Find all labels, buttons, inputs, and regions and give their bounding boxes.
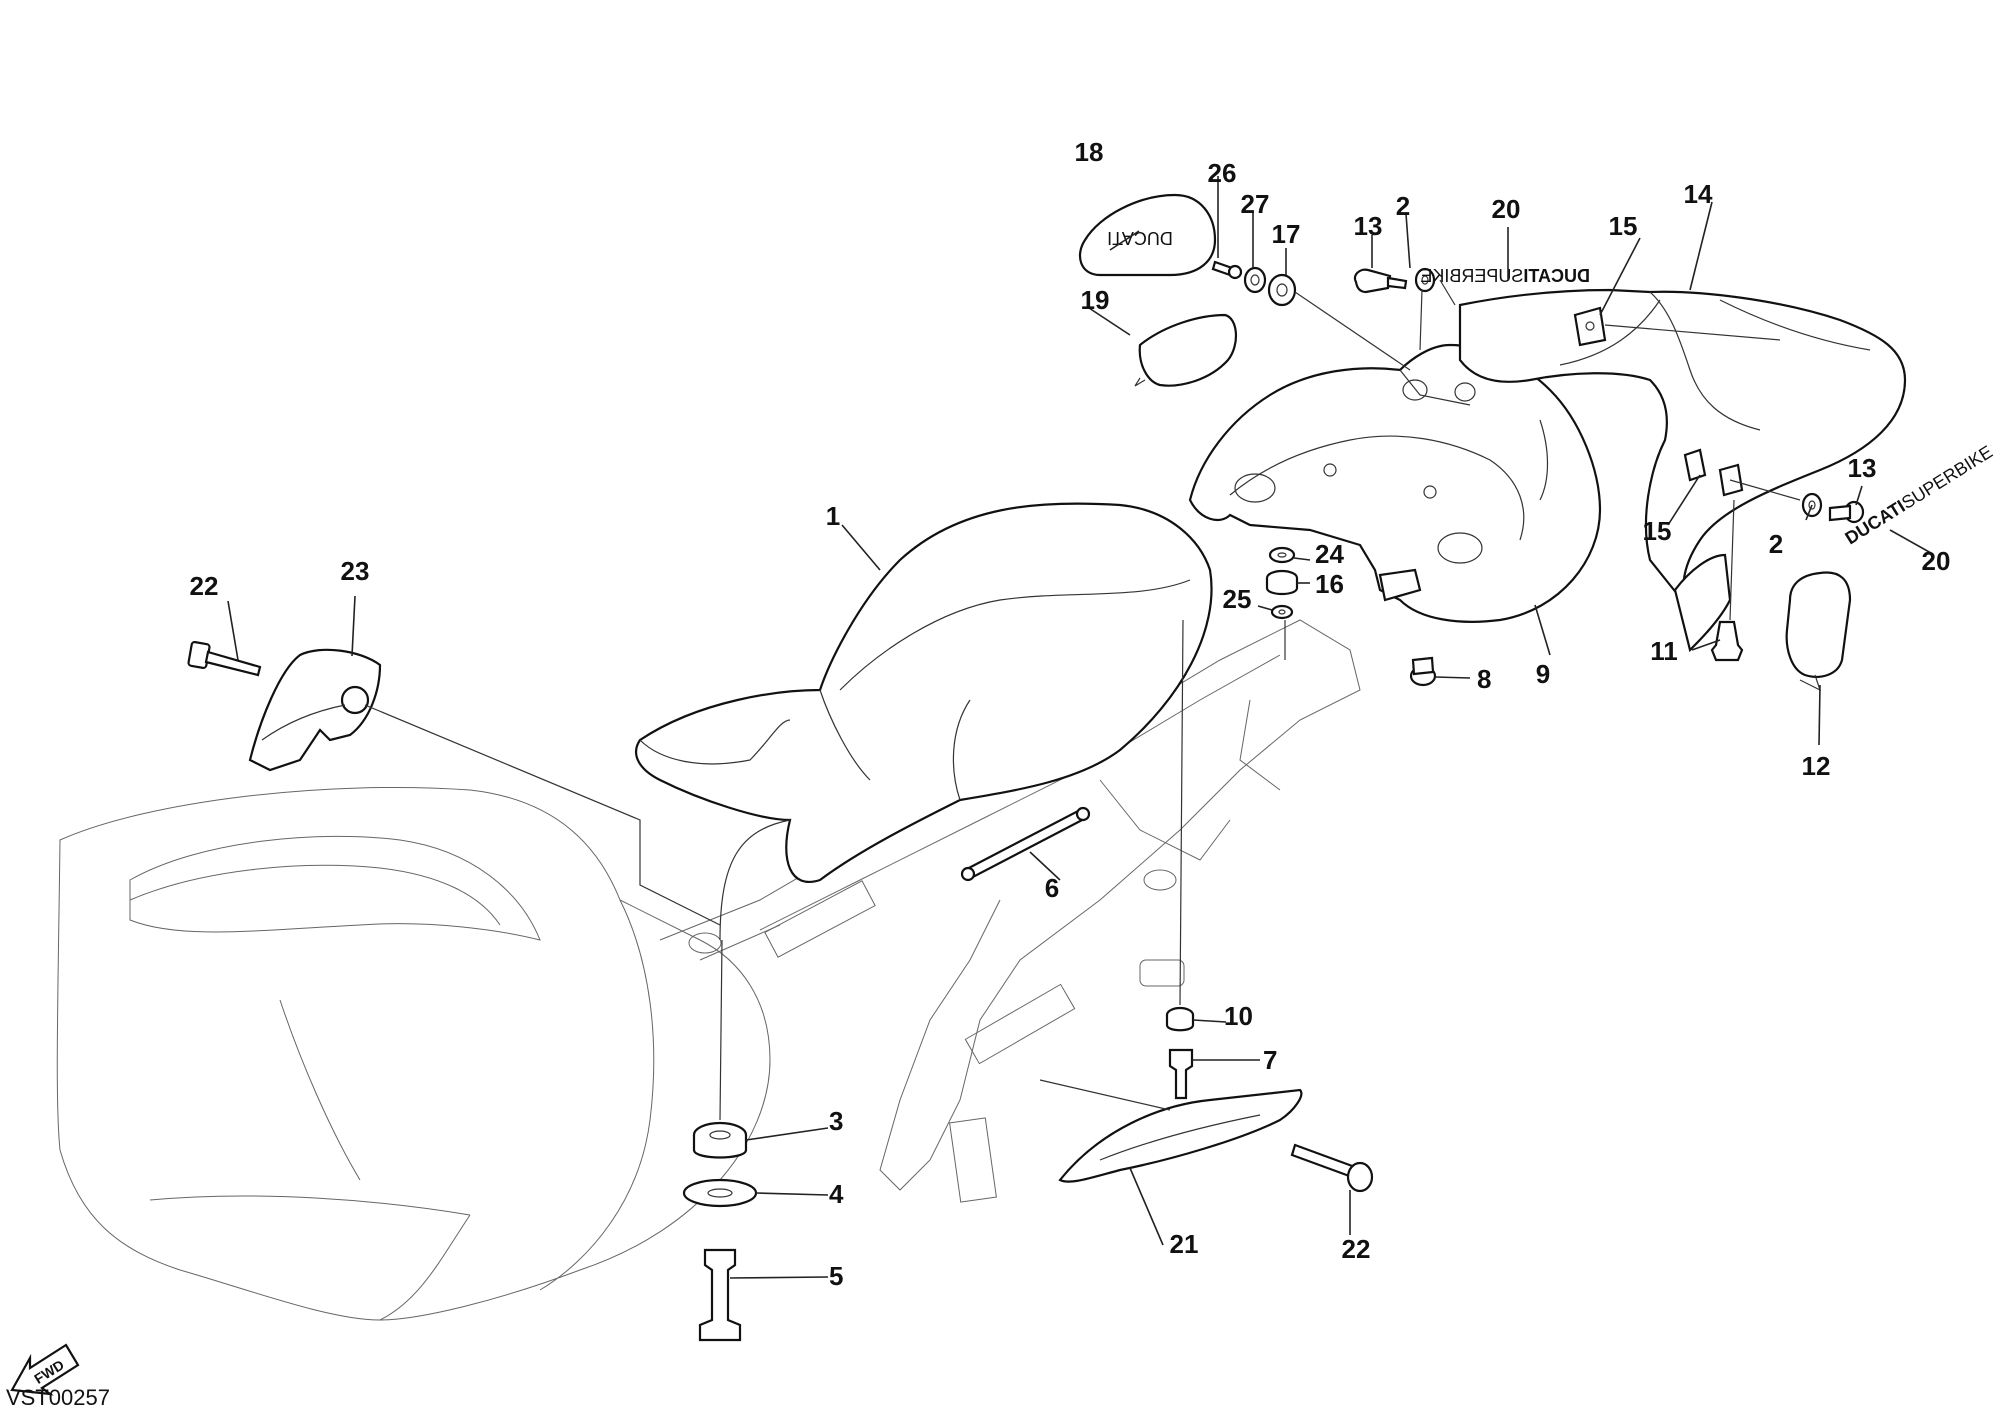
callout-24: 24 <box>1315 539 1344 569</box>
callout-20-upper: 20 <box>1492 194 1521 224</box>
screw-8[interactable] <box>1409 656 1437 687</box>
callout-23: 23 <box>341 556 370 586</box>
callout-11: 11 <box>1650 636 1678 666</box>
callout-12: 12 <box>1802 751 1831 781</box>
callout-1: 1 <box>826 501 840 531</box>
callout-13-upper: 13 <box>1354 211 1383 241</box>
mesh-grille-12[interactable] <box>1785 571 1852 692</box>
callout-15-upper: 15 <box>1609 211 1638 241</box>
seat-assembly[interactable] <box>634 502 1213 883</box>
mesh-grille-19[interactable] <box>1134 313 1237 387</box>
callout-16: 16 <box>1315 569 1344 599</box>
callout-7: 7 <box>1263 1045 1277 1075</box>
washer-24[interactable] <box>1268 546 1296 564</box>
washer-25[interactable] <box>1270 604 1294 620</box>
callout-8: 8 <box>1477 664 1491 694</box>
decal-20-upper: DUCATISUPERBIKE <box>1420 266 1590 286</box>
callout-27: 27 <box>1241 189 1270 219</box>
grommet-10[interactable] <box>1165 1006 1195 1032</box>
callout-10: 10 <box>1224 1001 1253 1031</box>
callout-21: 21 <box>1170 1229 1199 1259</box>
screw-13-right[interactable] <box>1828 500 1865 524</box>
washer-4[interactable] <box>682 1178 758 1208</box>
washer-27[interactable] <box>1243 266 1267 294</box>
push-fastener-11[interactable] <box>1710 620 1744 662</box>
screw-13-upper[interactable] <box>1353 268 1408 294</box>
side-panel-21[interactable] <box>1058 1088 1303 1183</box>
callout-2-right: 2 <box>1769 529 1783 559</box>
ducati-logo-text: DUCATI <box>1107 228 1173 248</box>
callout-2-upper: 2 <box>1396 191 1410 221</box>
leader-lines <box>227 176 1932 1279</box>
callout-20-right: 20 <box>1922 546 1951 576</box>
grommet-16[interactable] <box>1265 569 1299 596</box>
document-code: VST00257 <box>6 1385 110 1410</box>
callout-6: 6 <box>1045 873 1059 903</box>
clip-nut-15-upper[interactable] <box>1573 306 1607 347</box>
washer-2-upper[interactable] <box>1414 267 1436 293</box>
callout-13-right: 13 <box>1848 453 1877 483</box>
callout-14: 14 <box>1684 179 1713 209</box>
callout-18: 18 <box>1075 137 1104 167</box>
seat-tray-9[interactable] <box>1188 343 1602 623</box>
fwd-arrow-icon: FWD <box>10 1343 80 1396</box>
callout-3: 3 <box>829 1106 843 1136</box>
tail-fairing-14[interactable] <box>1458 288 1907 653</box>
callout-25: 25 <box>1223 584 1252 614</box>
callout-9: 9 <box>1536 659 1550 689</box>
callout-4: 4 <box>829 1179 844 1209</box>
rod-6[interactable] <box>960 806 1091 882</box>
screw-7[interactable] <box>1168 1048 1194 1100</box>
callout-22-left: 22 <box>190 571 219 601</box>
grommet-17[interactable] <box>1267 273 1297 307</box>
bolt-22-right[interactable] <box>1290 1143 1374 1193</box>
bolt-22-left[interactable] <box>187 640 262 677</box>
clip-nut-15-lower[interactable] <box>1683 448 1744 497</box>
callout-26: 26 <box>1208 158 1237 188</box>
bolt-5[interactable] <box>698 1248 742 1342</box>
callout-19: 19 <box>1081 285 1110 315</box>
screw-26[interactable] <box>1211 260 1243 280</box>
grommet-3[interactable] <box>692 1121 748 1159</box>
callout-22-right: 22 <box>1342 1234 1371 1264</box>
seat-cowl-cover-18[interactable]: DUCATI <box>1078 193 1217 277</box>
callout-15-lower: 15 <box>1643 516 1672 546</box>
fuel-tank-outline <box>56 786 771 1321</box>
callout-5: 5 <box>829 1261 843 1291</box>
decal-superbike-upper: DUCATISUPERBIKE <box>1420 266 1590 286</box>
bracket-23[interactable] <box>248 648 382 772</box>
callout-labels: 1 2 2 3 4 5 6 7 8 9 10 11 12 13 13 14 15… <box>190 137 1951 1291</box>
callout-17: 17 <box>1272 219 1301 249</box>
